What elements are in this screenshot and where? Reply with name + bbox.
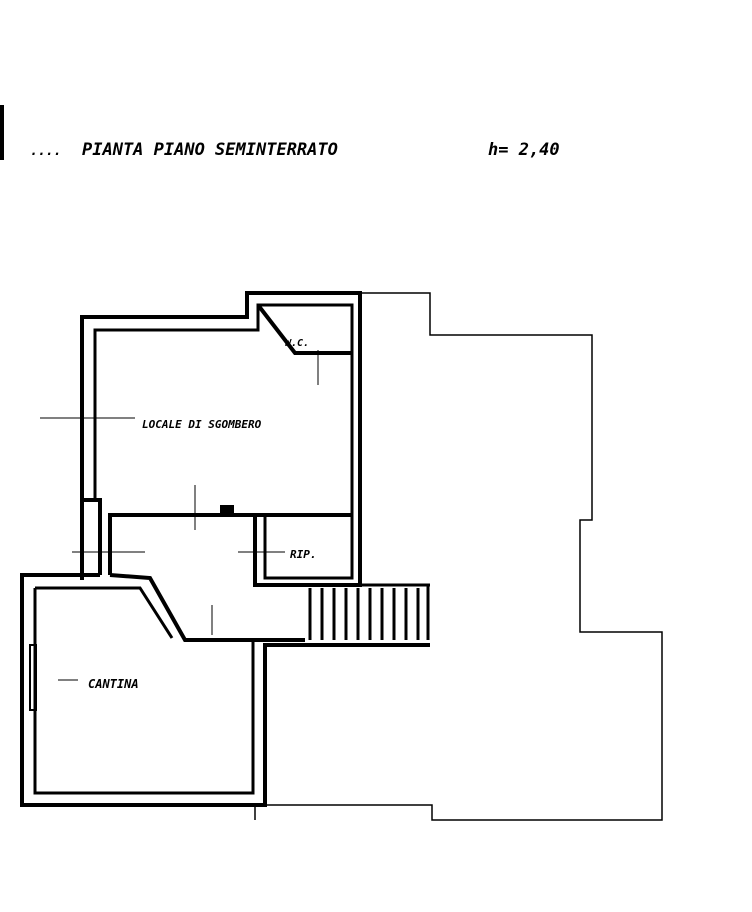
margin-mark (0, 105, 4, 160)
plan-title: PIANTA PIANO SEMINTERRATO (82, 140, 338, 160)
title-dots: .... (30, 144, 61, 159)
height-note: h= 2,40 (488, 140, 560, 160)
dimension-marks (40, 350, 319, 681)
window (29, 644, 37, 711)
room-label-storage: LOCALE DI SGOMBERO (142, 418, 262, 431)
walls (20, 291, 430, 807)
room-label-cellar: CANTINA (88, 677, 139, 691)
adjacent-outline (254, 292, 663, 821)
staircase (308, 585, 430, 640)
room-label-wc: W.C. (285, 338, 309, 349)
room-label-closet: RIP. (290, 548, 317, 561)
door-mark (220, 505, 234, 515)
